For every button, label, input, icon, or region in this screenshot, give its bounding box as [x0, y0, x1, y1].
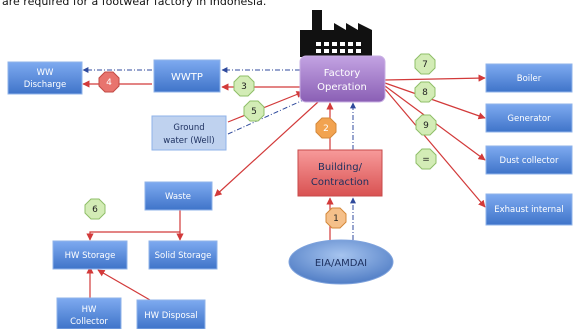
- node-factory-operation: Factory Operation: [299, 55, 386, 103]
- groundwater-line1: Ground: [173, 123, 204, 133]
- node-hw-storage: HW Storage: [52, 240, 128, 270]
- marker-5-label: 5: [251, 107, 257, 117]
- wwtp-label: WWTP: [171, 72, 203, 83]
- ww-discharge-line1: WW: [37, 68, 54, 78]
- hwcollector-line1: HW: [82, 305, 97, 315]
- groundwater-line2: water (Well): [163, 136, 214, 146]
- marker-1-label: 1: [333, 214, 339, 224]
- arrow-factory-to-boiler: [384, 74, 486, 82]
- marker-10-label: =: [422, 155, 430, 165]
- marker-1: 1: [325, 207, 347, 229]
- hwstorage-label: HW Storage: [65, 251, 116, 261]
- factory-icon: [300, 10, 372, 57]
- dustcollector-label: Dust collector: [500, 156, 559, 166]
- arrow-factory-to-waste: [214, 101, 319, 197]
- node-generator: Generator: [485, 103, 573, 133]
- exhaust-label: Exhaust internal: [494, 205, 563, 215]
- node-waste: Waste: [144, 181, 213, 211]
- arrow-disposal-to-hwstorage: [97, 269, 151, 301]
- marker-9: 9: [415, 114, 437, 136]
- marker-3: 3: [233, 75, 255, 97]
- node-solid-storage: Solid Storage: [148, 240, 218, 270]
- marker-4: 4: [98, 71, 120, 93]
- marker-4-label: 4: [106, 78, 112, 88]
- node-hw-disposal: HW Disposal: [136, 299, 206, 329]
- arrow-factory-to-exhaust: [384, 88, 486, 208]
- marker-5: 5: [243, 100, 265, 122]
- building-line1: Building/: [318, 162, 363, 173]
- marker-3-label: 3: [241, 82, 247, 92]
- node-ww-discharge: WW Discharge: [7, 61, 83, 95]
- marker-7: 7: [414, 53, 436, 75]
- node-dust-collector: Dust collector: [485, 145, 573, 175]
- factory-line2: Operation: [317, 82, 367, 93]
- marker-6-label: 6: [92, 205, 98, 215]
- arrow-waste-to-hwstorage: [86, 210, 181, 241]
- node-exhaust-internal: Exhaust internal: [485, 193, 573, 226]
- node-hw-collector: HW Collector: [56, 297, 122, 329]
- node-eia: EIA/AMDAI: [288, 239, 394, 285]
- arrows: [82, 67, 486, 301]
- node-building: Building/ Contraction: [297, 149, 383, 197]
- eia-label: EIA/AMDAI: [315, 258, 367, 269]
- marker-9-label: 9: [423, 121, 429, 131]
- caption-text: are required for a footwear factory in I…: [2, 0, 267, 8]
- arrow-groundwater-to-factory-blue: [227, 96, 311, 135]
- marker-8: 8: [414, 81, 436, 103]
- marker-2-label: 2: [323, 124, 329, 134]
- hwdisposal-label: HW Disposal: [144, 311, 197, 321]
- marker-2: 2: [315, 117, 337, 139]
- ww-discharge-line2: Discharge: [24, 80, 67, 90]
- markers: 1 2 3 4 5 6 7 8: [84, 53, 437, 229]
- arrow-groundwater-to-factory: [227, 91, 304, 123]
- arrow-factory-to-generator: [384, 82, 486, 120]
- node-ground-water: Ground water (Well): [151, 115, 227, 151]
- hwcollector-line2: Collector: [70, 317, 108, 327]
- marker-6: 6: [84, 198, 106, 220]
- node-boiler: Boiler: [485, 63, 573, 93]
- boiler-label: Boiler: [517, 74, 542, 84]
- factory-line1: Factory: [324, 68, 361, 79]
- marker-8-label: 8: [422, 88, 428, 98]
- node-wwtp: WWTP: [153, 59, 221, 93]
- marker-7-label: 7: [422, 60, 428, 70]
- marker-10: =: [415, 148, 437, 170]
- building-line2: Contraction: [311, 177, 369, 188]
- generator-label: Generator: [507, 114, 551, 124]
- waste-label: Waste: [165, 192, 191, 202]
- solidstorage-label: Solid Storage: [155, 251, 212, 261]
